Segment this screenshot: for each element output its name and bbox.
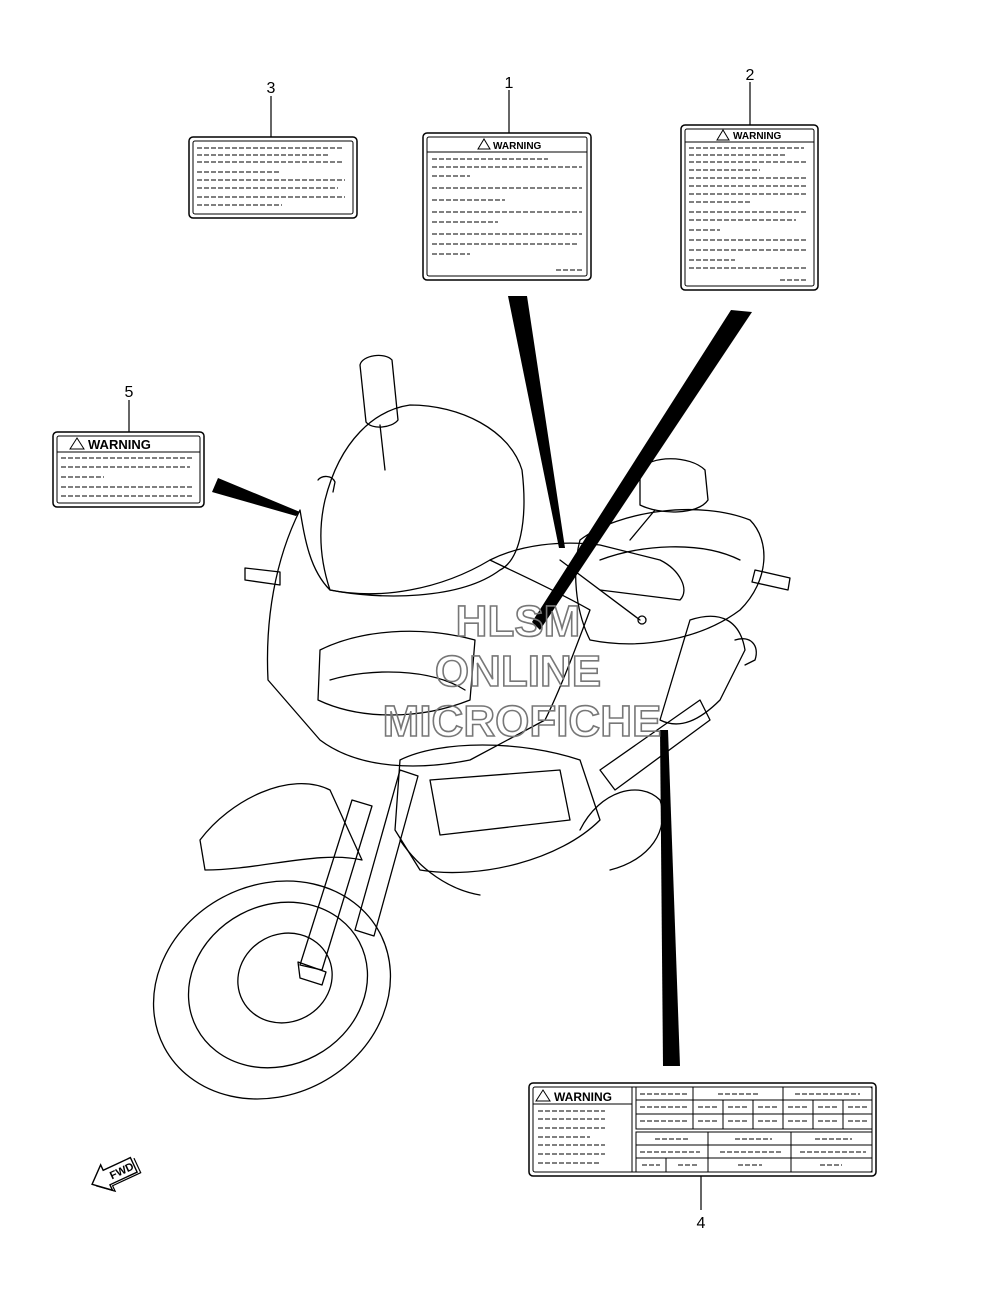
forward-direction-arrow: FWD — [91, 1156, 142, 1193]
watermark-line-2: ONLINE — [435, 647, 601, 696]
mirror-stalk-right — [629, 509, 656, 541]
rear-wheel-hint — [579, 789, 664, 871]
side-mirror-mount — [317, 475, 336, 493]
front-fork-right — [354, 769, 419, 937]
rear-turn-signal — [751, 569, 791, 591]
watermark: HLSM ONLINE MICROFICHE — [382, 596, 662, 747]
label-4-upper-table — [635, 1086, 873, 1130]
lever-end — [637, 615, 647, 625]
callout-number-4: 4 — [697, 1215, 706, 1232]
engine-cylinder — [429, 769, 571, 836]
label-5-text-lines — [61, 457, 194, 497]
label-1-warning-heading: WARNING — [493, 141, 542, 152]
label-1-text-lines — [432, 158, 582, 271]
label-2-text-lines — [689, 147, 808, 281]
callout-number-3: 3 — [267, 80, 276, 97]
leader-lines — [212, 296, 752, 1066]
mirror-stalk-left — [379, 424, 386, 471]
fork-foot — [297, 961, 327, 986]
label-3-inner-border — [192, 140, 354, 215]
warning-triangle-icon — [69, 437, 85, 450]
label-1: 1 WARNING — [422, 75, 592, 281]
engine-block — [394, 744, 601, 874]
front-turn-signal — [244, 567, 281, 586]
label-1-inner-border — [426, 136, 588, 277]
seat — [659, 615, 746, 725]
warning-triangle-icon — [716, 129, 730, 141]
label-4-left-text-lines — [538, 1110, 605, 1164]
headlight — [329, 671, 466, 691]
callout-number-5: 5 — [125, 384, 134, 401]
callout-number-1: 1 — [505, 75, 514, 92]
label-5-inner-border — [56, 435, 201, 504]
watermark-line-3: MICROFICHE — [383, 697, 662, 746]
watermark-line-1: HLSM — [456, 597, 581, 646]
swingarm — [599, 699, 711, 791]
leader-5 — [212, 478, 300, 516]
label-2-warning-heading: WARNING — [733, 131, 782, 142]
label-4-upper-table-text — [640, 1093, 868, 1122]
front-brake-disc — [237, 932, 333, 1024]
label-1-outer-border — [422, 132, 592, 281]
label-2-inner-border — [684, 128, 815, 287]
front-tire-outer — [152, 880, 392, 1100]
label-5-outer-border — [52, 431, 205, 508]
label-4-warning-heading: WARNING — [554, 1090, 612, 1104]
label-4-lower-table — [635, 1131, 873, 1173]
front-tire-inner — [187, 901, 369, 1069]
label-4-lower-table-text — [640, 1138, 866, 1166]
label-2: 2 WARNING — [680, 67, 819, 291]
warning-triangle-icon — [535, 1089, 551, 1102]
windscreen — [320, 404, 525, 597]
fairing-inner-line — [317, 630, 476, 716]
front-fender — [199, 783, 363, 871]
label-2-outer-border — [680, 124, 819, 291]
label-3-text-lines — [197, 147, 345, 206]
fuel-tank — [575, 508, 765, 645]
label-3: 3 — [188, 80, 358, 219]
label-4: 4 WARNING — [528, 1082, 877, 1232]
leader-4 — [660, 730, 680, 1066]
handlebar — [489, 542, 685, 601]
warning-triangle-icon — [477, 138, 491, 150]
callout-number-2: 2 — [746, 67, 755, 84]
tank-center-line — [599, 546, 741, 561]
leader-1 — [508, 296, 565, 548]
fwd-arrow-icon — [91, 1156, 139, 1192]
label-5: 5 WARNING — [52, 384, 205, 508]
label-3-outer-border — [188, 136, 358, 219]
exhaust-header — [399, 839, 481, 896]
tail-light — [734, 638, 757, 666]
label-5-warning-heading: WARNING — [88, 437, 151, 452]
leader-2 — [532, 310, 752, 630]
mirror-left — [359, 354, 399, 428]
mirror-right — [639, 458, 709, 513]
motorcycle-illustration — [152, 354, 791, 1100]
